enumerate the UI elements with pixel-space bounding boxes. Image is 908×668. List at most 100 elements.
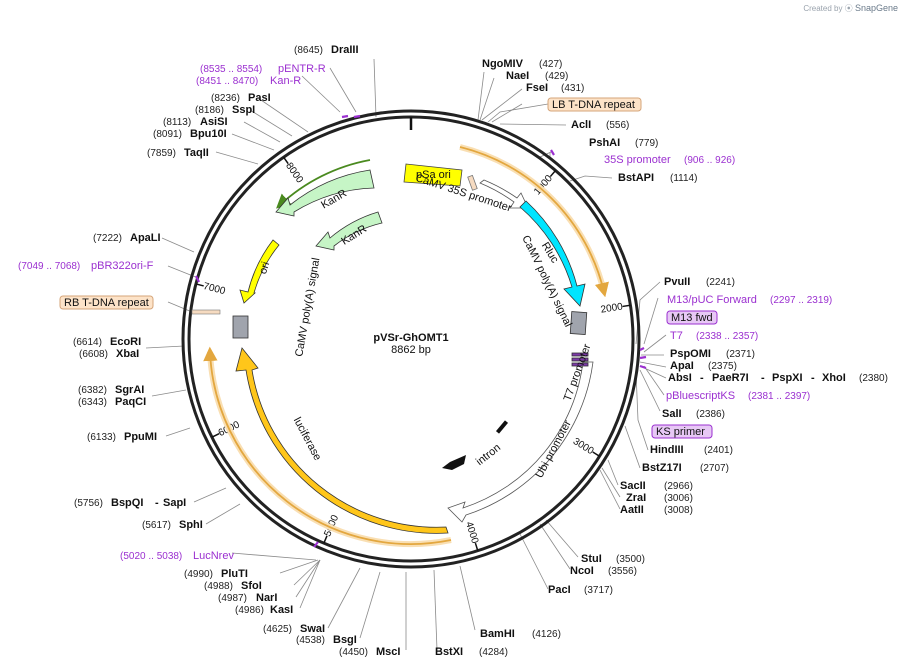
site-position: (3717) — [584, 585, 613, 596]
credit-prefix: Created by — [803, 4, 843, 13]
site-position: (6614) — [73, 337, 102, 348]
tick-mark — [211, 433, 220, 438]
site-name: SalI — [662, 408, 682, 420]
primer-range: (8535 .. 8554) — [200, 64, 262, 75]
site-name: TaqII — [184, 147, 209, 159]
site-position: (4986) — [235, 605, 264, 616]
site-position: (8236) — [211, 93, 240, 104]
label-psa-ori: pSa ori — [416, 169, 451, 181]
site-name: PluTI — [221, 568, 248, 580]
site-name: BstAPI — [618, 172, 654, 184]
site-position: (3556) — [608, 566, 637, 577]
snapgene-credit: Created by ⦿ SnapGene — [803, 3, 898, 14]
feature-camv-35s-promoter — [479, 179, 529, 209]
primer-range: (7049 .. 7068) — [18, 261, 80, 272]
site-name: StuI — [581, 553, 602, 565]
tick-mark — [622, 304, 631, 308]
site-position: (5756) — [74, 498, 103, 509]
feature-intron — [442, 455, 466, 470]
site-name: PacI — [548, 584, 571, 596]
site-position: (2375) — [708, 361, 737, 372]
plasmid-length: 8862 bp — [391, 344, 431, 356]
site-name: NaeI — [506, 70, 529, 82]
tick-mark — [195, 283, 204, 287]
site-name: PvuII — [664, 276, 690, 288]
site-position: (5617) — [142, 520, 171, 531]
site-name: PshAI — [589, 137, 620, 149]
site-name: FseI — [526, 82, 548, 94]
site-position: (8186) — [195, 105, 224, 116]
site-position: (7859) — [147, 148, 176, 159]
site-name: XhoI — [822, 372, 846, 384]
label-ubi-promoter: Ubi promoter — [533, 418, 574, 480]
primer-label: pBluescriptKS — [666, 390, 735, 402]
features-layer — [191, 163, 594, 534]
tick-label: 4000 — [463, 520, 480, 545]
site-position: (6608) — [79, 349, 108, 360]
feature-kanr-2 — [315, 211, 383, 251]
site-name: NgoMIV — [482, 58, 524, 70]
site-name: KasI — [270, 604, 293, 616]
site-name: BstZ17I — [642, 462, 682, 474]
site-name: NcoI — [570, 565, 594, 577]
site-name: AbsI — [668, 372, 692, 384]
tick-label: 2000 — [600, 301, 624, 315]
svg-text:-: - — [761, 372, 765, 384]
site-position: (4284) — [479, 647, 508, 658]
primer-label: KS primer — [656, 426, 705, 438]
tick-mark — [592, 451, 600, 457]
site-position: (4987) — [218, 593, 247, 604]
feature-camv-polya-right — [569, 311, 588, 335]
svg-text:-: - — [155, 497, 159, 509]
site-position: (2966) — [664, 481, 693, 492]
tick-label: 7000 — [202, 281, 227, 297]
site-name: PspOMI — [670, 348, 711, 360]
feature-labels: pSa ori CaMV 35S promoter Rluc CaMV poly… — [257, 169, 593, 480]
label-camv-polya-left: CaMV poly(A) signal — [293, 257, 322, 358]
site-position: (427) — [539, 59, 562, 70]
primer-label: M13 fwd — [671, 312, 713, 324]
site-name: PaeR7I — [712, 372, 749, 384]
site-name: SwaI — [300, 623, 325, 635]
site-name: ApaI — [670, 360, 694, 372]
site-position: (556) — [606, 120, 629, 131]
site-name: Bpu10I — [190, 128, 227, 140]
site-name: PspXI — [772, 372, 803, 384]
tick-label: 8000 — [283, 161, 305, 186]
label-intron: intron — [474, 442, 503, 468]
site-position: (4450) — [339, 647, 368, 658]
site-name: NarI — [256, 592, 277, 604]
plasmid-name: pVSr-GhOMT1 — [373, 332, 448, 344]
snapgene-logo-icon: ⦿ — [844, 4, 853, 13]
site-position: (779) — [635, 138, 658, 149]
primer-range: (2338 .. 2357) — [696, 331, 758, 342]
primer-label: LucNrev — [193, 550, 234, 562]
label-lb-tdna-repeat: LB T-DNA repeat — [552, 99, 635, 111]
label-ori: ori — [257, 260, 272, 275]
credit-brand: SnapGene — [854, 3, 898, 13]
svg-text:-: - — [811, 372, 815, 384]
site-position: (4538) — [296, 635, 325, 646]
feature-camv-polya-left — [232, 315, 249, 339]
primer-label: Kan-R — [270, 75, 301, 87]
primer-label: T7 — [670, 330, 683, 342]
site-name: SfoI — [241, 580, 262, 592]
site-position: (3500) — [616, 554, 645, 565]
site-name: BstXI — [435, 646, 463, 658]
primer-range: (8451 .. 8470) — [196, 76, 258, 87]
site-position: (4988) — [204, 581, 233, 592]
site-position: (6343) — [78, 397, 107, 408]
primer-labels: (8535 .. 8554) pENTR-R (8451 .. 8470) Ka… — [18, 63, 832, 562]
site-name: MscI — [376, 646, 400, 658]
site-name: PaqCI — [115, 396, 146, 408]
primer-label: pBR322ori-F — [91, 260, 154, 272]
feature-ubi-promoter — [447, 361, 594, 523]
site-name: ZraI — [626, 492, 646, 504]
primer-label: 35S promoter — [604, 154, 671, 166]
feature-rluc — [519, 200, 586, 307]
label-camv-35s-promoter: CaMV 35S promoter — [414, 172, 513, 214]
site-position: (1114) — [670, 173, 697, 184]
site-position: (3008) — [664, 505, 693, 516]
site-position: (2380) — [859, 373, 888, 384]
